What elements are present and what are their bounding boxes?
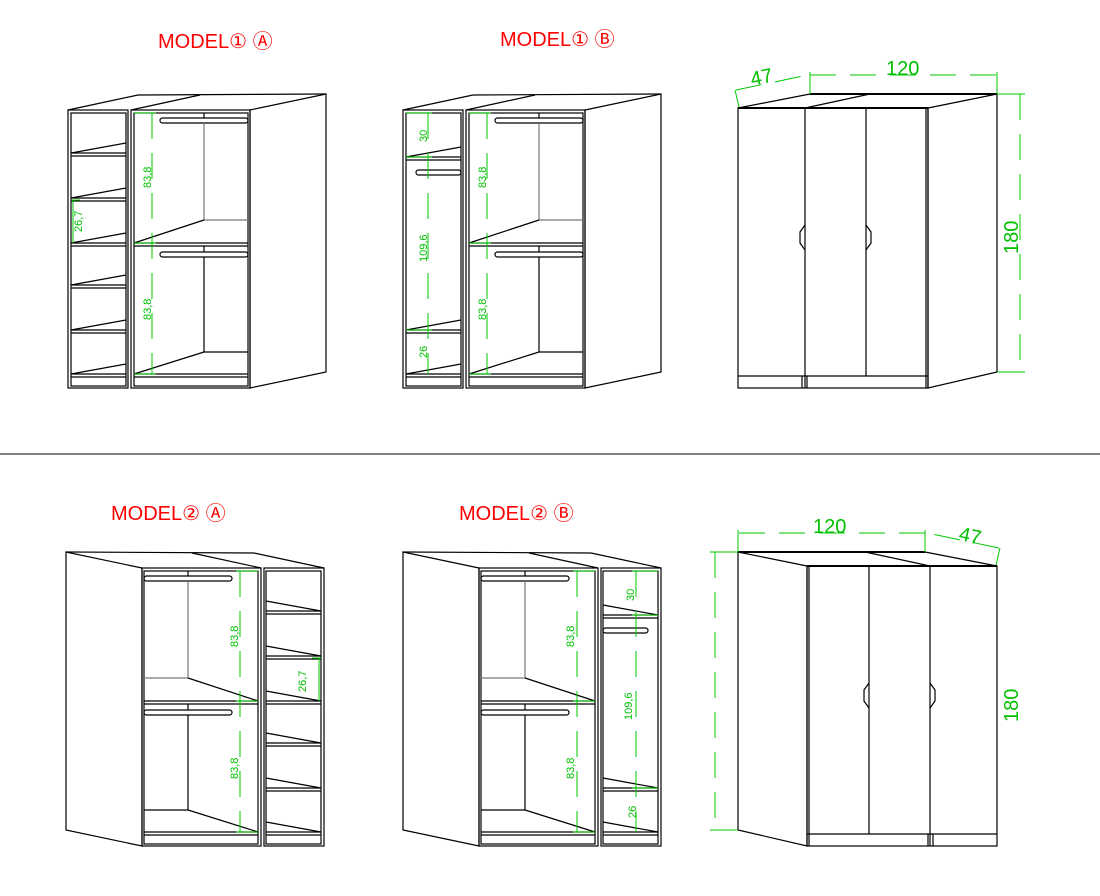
dim-1a-shelf: 26,7 bbox=[73, 211, 85, 232]
dim-front1-height: 180 bbox=[1001, 221, 1023, 254]
dim-1b-lower: 83,8 bbox=[477, 299, 489, 320]
title-model-2a: MODEL② Ⓐ bbox=[111, 502, 226, 525]
dim-front1-depth: 47 bbox=[748, 65, 774, 91]
dim-2b-long: 109,6 bbox=[623, 692, 635, 720]
dim-1b-top: 30 bbox=[418, 130, 430, 142]
dim-2a-lower: 83,8 bbox=[229, 758, 241, 779]
front-view-2 bbox=[709, 529, 1001, 847]
title-model-2b: MODEL② Ⓑ bbox=[459, 502, 574, 525]
dim-2a-shelf: 26,7 bbox=[297, 671, 309, 692]
dim-2b-bottom: 26 bbox=[627, 806, 639, 818]
front-view-1 bbox=[734, 71, 1026, 389]
title-model-1b: MODEL① Ⓑ bbox=[500, 28, 615, 51]
dim-2a-upper: 83,8 bbox=[229, 626, 241, 647]
dim-1a-upper: 83,8 bbox=[142, 167, 154, 188]
model-2a-drawing bbox=[65, 551, 324, 847]
dim-front1-width: 120 bbox=[886, 58, 919, 80]
model-1a-drawing bbox=[68, 93, 327, 389]
dim-front2-depth: 47 bbox=[957, 523, 983, 549]
dim-front2-width: 120 bbox=[813, 516, 846, 538]
dim-1b-upper: 83,8 bbox=[477, 167, 489, 188]
dim-1b-long: 109,6 bbox=[418, 234, 430, 262]
dim-1a-lower: 83,8 bbox=[142, 299, 154, 320]
dim-2b-top: 30 bbox=[625, 589, 637, 601]
dim-1b-bottom: 26 bbox=[418, 346, 430, 358]
model-1b-drawing bbox=[402, 93, 662, 389]
dim-front2-height: 180 bbox=[1001, 689, 1023, 722]
dim-2b-upper: 83,8 bbox=[565, 626, 577, 647]
title-model-1a: MODEL① Ⓐ bbox=[158, 30, 273, 53]
dim-2b-lower: 83,8 bbox=[565, 758, 577, 779]
